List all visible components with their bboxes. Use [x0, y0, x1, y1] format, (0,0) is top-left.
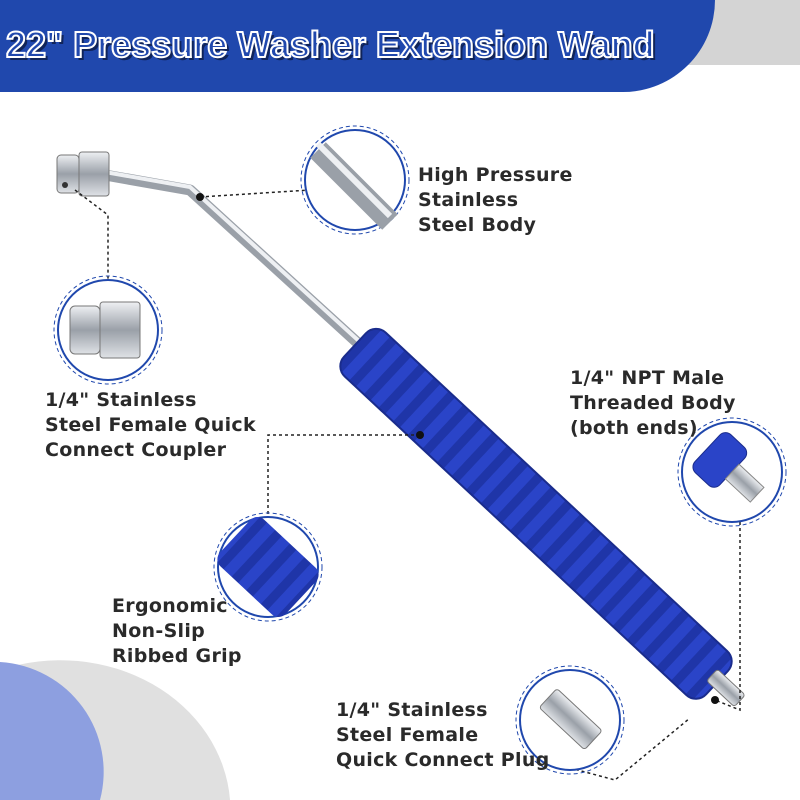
feature-label-body: High Pressure Stainless Steel Body	[418, 163, 573, 238]
label-line: 1/4" NPT Male	[570, 367, 725, 389]
label-line: Connect Coupler	[45, 439, 227, 461]
feature-label-thread: 1/4" NPT Male Threaded Body (both ends)	[570, 366, 736, 441]
detail-circle-grip	[213, 512, 323, 622]
label-line: Stainless	[418, 189, 519, 211]
detail-circle-plug	[515, 665, 625, 775]
detail-circle-coupler	[53, 275, 163, 385]
quick-connect-coupler	[56, 151, 110, 197]
label-line: Non-Slip	[112, 620, 206, 642]
quick-connect-plug	[707, 669, 745, 707]
feature-label-plug: 1/4" Stainless Steel Female Quick Connec…	[336, 698, 550, 773]
label-line: High Pressure	[418, 164, 573, 186]
steel-pipe	[104, 169, 364, 350]
decor-circle-blue	[0, 662, 104, 800]
label-line: Steel Body	[418, 214, 537, 236]
detail-circle-thread	[677, 417, 787, 527]
page-title: 22" Pressure Washer Extension Wand	[5, 23, 656, 66]
label-line: Quick Connect Plug	[336, 749, 550, 771]
detail-circle-body	[300, 125, 410, 235]
feature-label-grip: Ergonomic Non-Slip Ribbed Grip	[112, 594, 242, 669]
feature-label-coupler: 1/4" Stainless Steel Female Quick Connec…	[45, 388, 256, 463]
label-line: 1/4" Stainless	[45, 389, 197, 411]
label-line: Steel Female	[336, 724, 479, 746]
label-line: Steel Female Quick	[45, 414, 256, 436]
label-line: (both ends)	[570, 417, 698, 439]
callout-lines	[74, 189, 741, 781]
label-line: Ribbed Grip	[112, 645, 242, 667]
header-banner: 22" Pressure Washer Extension Wand	[0, 0, 715, 92]
label-line: Ergonomic	[112, 595, 228, 617]
label-line: Threaded Body	[570, 392, 736, 414]
label-line: 1/4" Stainless	[336, 699, 488, 721]
